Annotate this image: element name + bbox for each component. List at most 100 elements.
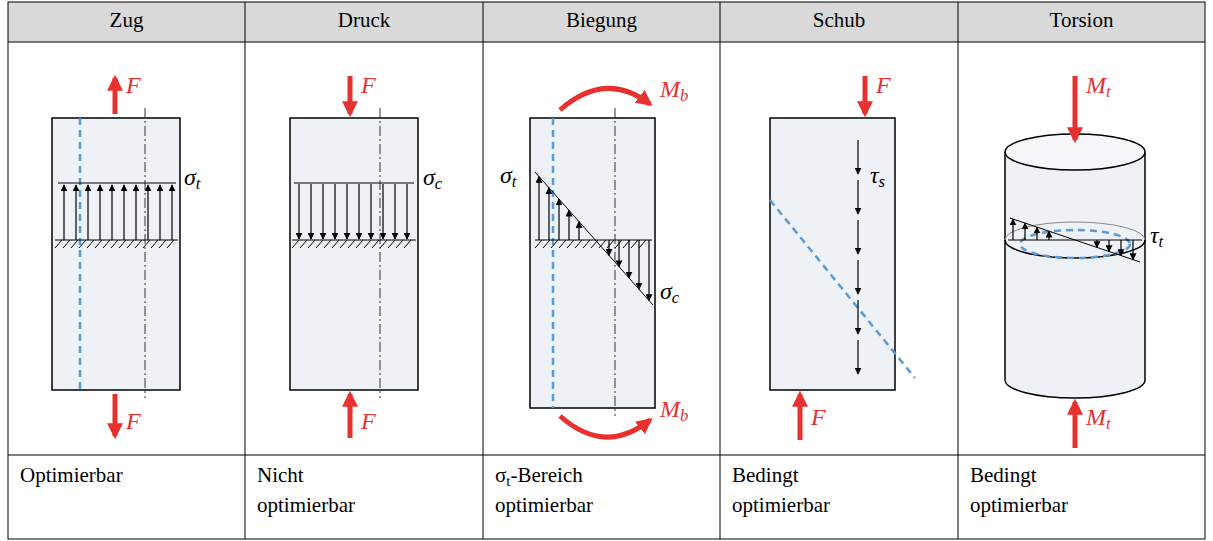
force-label: F [361,72,376,100]
stress-arrow [857,140,858,174]
hatching [151,240,158,248]
stress-arrow [75,185,76,240]
stress-arrow [578,222,579,240]
hatching [356,240,363,248]
stress-arrow [1036,227,1037,240]
bending-specimen [530,88,655,437]
stress-arrow [1108,240,1109,252]
hatching [559,240,566,248]
hatching [63,240,70,248]
hatching [639,240,646,248]
stress-arrow [406,184,407,239]
stress-arrow [358,184,359,239]
stress-label: σt [184,164,201,192]
stress-arrow [857,340,858,374]
stress-arrow [123,185,124,240]
force-label: F [126,408,141,436]
stress-arrow [857,300,858,334]
hatching [404,240,411,248]
stress-arrow [857,220,858,254]
force-label: F [811,404,826,432]
stress-label: σt [500,162,517,190]
force-label: F [876,72,891,100]
hatching [380,240,387,248]
hatching [167,240,174,248]
table-cell: Nicht optimierbar [257,460,387,521]
header-cell: Schub [720,8,958,32]
stress-arrow [310,184,311,239]
hatching [575,240,582,248]
stress-arrow [147,185,148,240]
torsion-cylinder [1005,76,1145,448]
stress-arrow [334,184,335,239]
hatching [71,240,78,248]
hatching [631,240,638,248]
hatching [87,240,94,248]
stress-arrow [558,199,559,240]
hatching [55,240,62,248]
hatching [308,240,315,248]
stress-arrow [111,185,112,240]
hatching [300,240,307,248]
shear-specimen [770,76,915,440]
stress-arrow [171,185,172,240]
stress-arrow [322,184,323,239]
stress-arrow [1096,240,1097,247]
hatching [95,240,102,248]
hatching [607,240,614,248]
moment-label: Mt [1086,72,1111,100]
hatching [79,240,86,248]
hatching [364,240,371,248]
table-cell: σt-Bereich optimierbar [495,460,625,521]
hatching [324,240,331,248]
hatching [583,240,590,248]
stress-arrow [857,260,858,294]
stress-arrow [63,185,64,240]
hatching [159,240,166,248]
stress-arrow [99,185,100,240]
stress-arrow [548,188,549,240]
hatching [135,240,142,248]
table-border [8,2,1205,539]
moment-label: Mb [660,396,688,424]
hatching [535,240,542,248]
stress-arrow [159,185,160,240]
hatching [543,240,550,248]
stress-arrow [135,185,136,240]
hatching [551,240,558,248]
stress-arrow [1120,240,1121,256]
tension-specimen [52,78,180,436]
stress-arrow [346,184,347,239]
table-cell: Bedingt optimierbar [970,460,1100,521]
stress-arrow [648,240,649,300]
hatching [111,240,118,248]
stress-arrow [382,184,383,239]
hatching [340,240,347,248]
moment-label: Mt [1086,404,1111,432]
hatching [316,240,323,248]
stress-arrow [394,184,395,239]
stress-label: σc [423,164,442,192]
header-cell: Torsion [958,8,1205,32]
stress-label: σc [660,278,679,306]
stress-arrow [87,185,88,240]
hatching [119,240,126,248]
stress-arrow [857,180,858,214]
hatching [372,240,379,248]
hatching [599,240,606,248]
table-cell: Optimierbar [20,460,150,490]
force-label: F [126,72,141,100]
hatching [127,240,134,248]
stress-arrow [568,210,569,240]
hatching [103,240,110,248]
hatching [348,240,355,248]
stress-arrow [628,240,629,278]
stress-arrow [1024,223,1025,240]
stress-arrow [1012,219,1013,240]
stress-arrow [370,184,371,239]
hatching [143,240,150,248]
stress-arrow [608,240,609,255]
hatching [388,240,395,248]
header-cell: Zug [8,8,245,32]
